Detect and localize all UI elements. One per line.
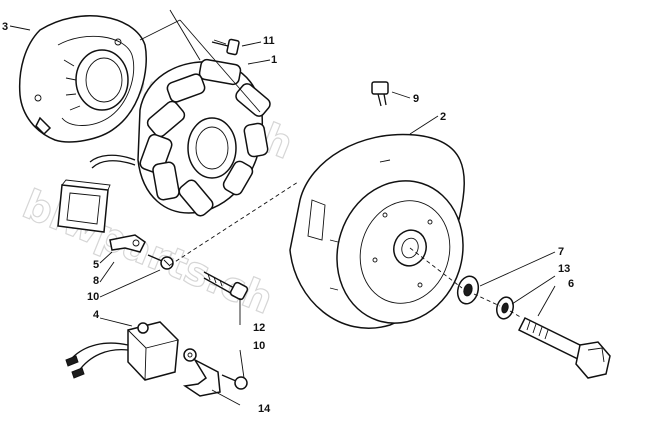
label-part-10-lower: 10 [253, 340, 265, 352]
small-screw-upper [147, 254, 174, 270]
label-part-7: 7 [558, 246, 564, 258]
top-screw [211, 38, 240, 56]
bracket-clip [109, 234, 146, 253]
label-part-4: 4 [93, 309, 100, 321]
small-screw-lower [221, 374, 248, 390]
washer-large [456, 275, 480, 305]
leader-lines [9, 9, 556, 406]
stator [89, 58, 271, 217]
part-number-labels: 3 11 1 9 2 7 13 6 5 8 10 4 12 10 14 [2, 21, 574, 415]
label-part-1: 1 [271, 54, 277, 66]
flywheel [289, 133, 465, 329]
housing-cover [18, 15, 147, 143]
label-part-12: 12 [253, 322, 265, 334]
label-part-9: 9 [413, 93, 419, 105]
long-bolt [203, 271, 249, 301]
label-part-8: 8 [93, 275, 99, 287]
label-part-14: 14 [258, 403, 271, 415]
ignition-coil [65, 321, 179, 381]
main-bolt [517, 316, 611, 379]
flywheel-bolt-top [371, 81, 389, 107]
label-part-10-upper: 10 [87, 291, 99, 303]
label-part-6: 6 [568, 278, 574, 290]
stator-coils [139, 58, 271, 217]
label-part-3: 3 [2, 21, 8, 33]
lock-washer [496, 296, 514, 320]
label-part-2: 2 [440, 111, 446, 123]
pulser-pad [57, 179, 111, 233]
label-part-13: 13 [558, 263, 570, 275]
ground-bracket [182, 348, 221, 397]
label-part-11: 11 [263, 35, 275, 47]
label-part-5: 5 [93, 259, 99, 271]
